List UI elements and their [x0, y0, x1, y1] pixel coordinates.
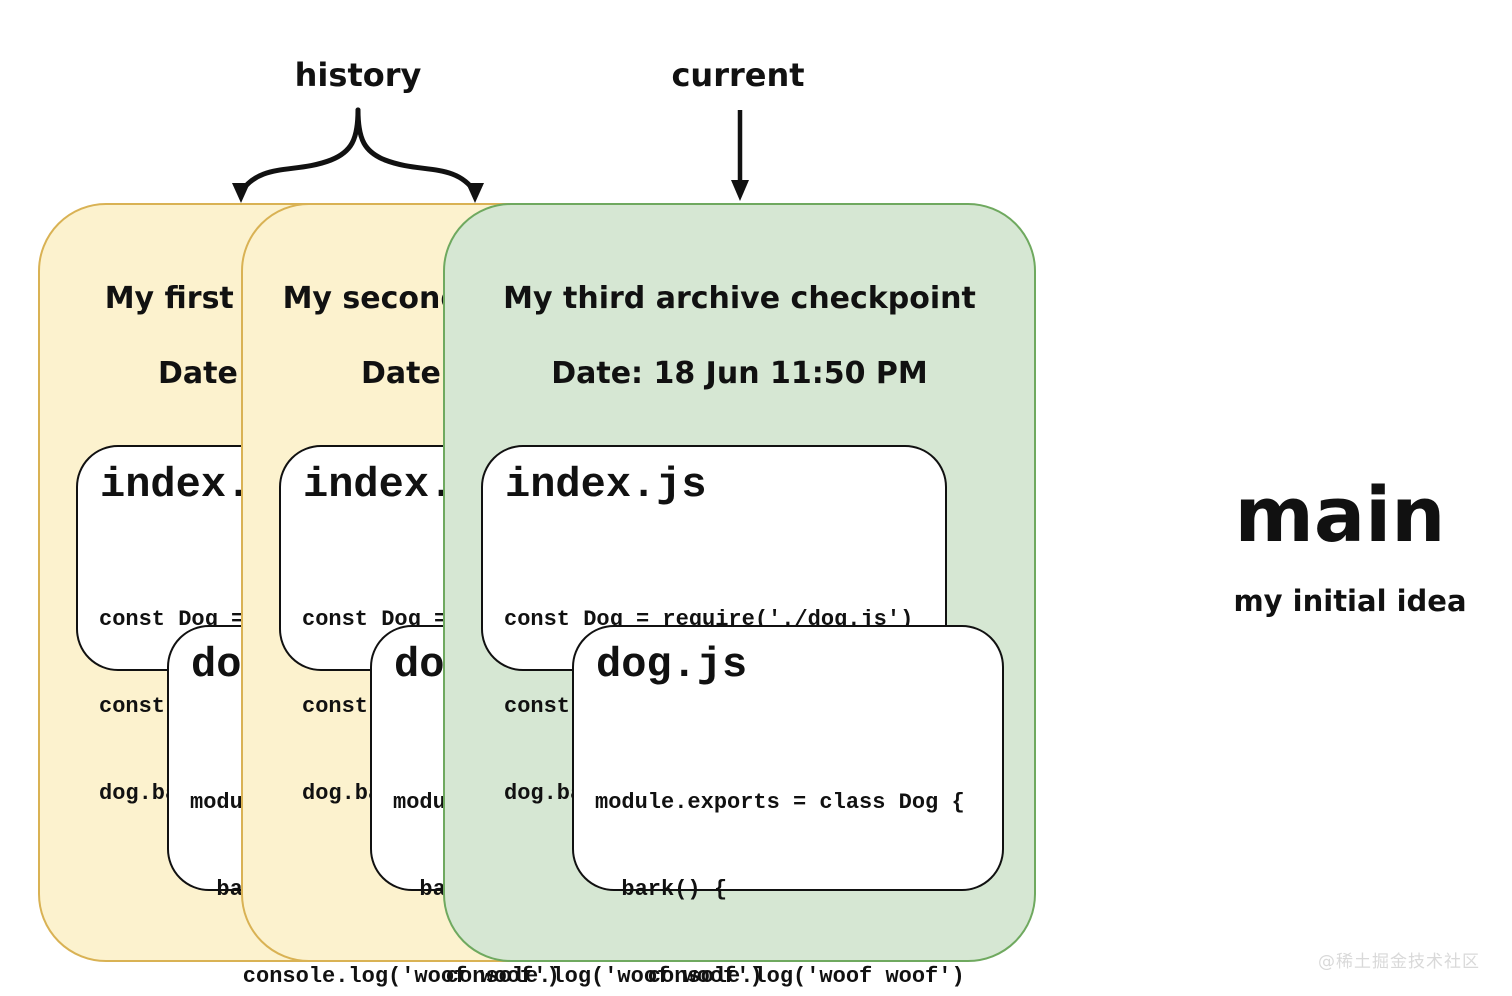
current-arrow-icon [731, 110, 749, 201]
watermark-text: @稀土掘金技术社区 [1318, 952, 1480, 972]
history-brace-arrows-icon [232, 107, 484, 203]
current-label: current [671, 56, 805, 94]
checkpoint-date: Date: [361, 356, 453, 391]
checkpoint-card-current: My third archive checkpoint Date: 18 Jun… [443, 203, 1036, 989]
file-name: dog.js [596, 641, 748, 689]
history-label: history [294, 56, 422, 94]
checkpoint-title: My third archive checkpoint [503, 281, 976, 316]
checkpoint-date: Date: [158, 356, 250, 391]
checkpoint-date: Date: 18 Jun 11:50 PM [551, 356, 928, 391]
branch-name-label: main [1234, 470, 1446, 559]
file-name: index.js [505, 461, 707, 509]
file-code: module.exports = class Dog { bark() { co… [595, 790, 965, 989]
file-box-dogjs: dog.js module.exports = class Dog { bark… [572, 625, 1004, 989]
branch-tagline-label: my initial idea [1233, 584, 1467, 618]
